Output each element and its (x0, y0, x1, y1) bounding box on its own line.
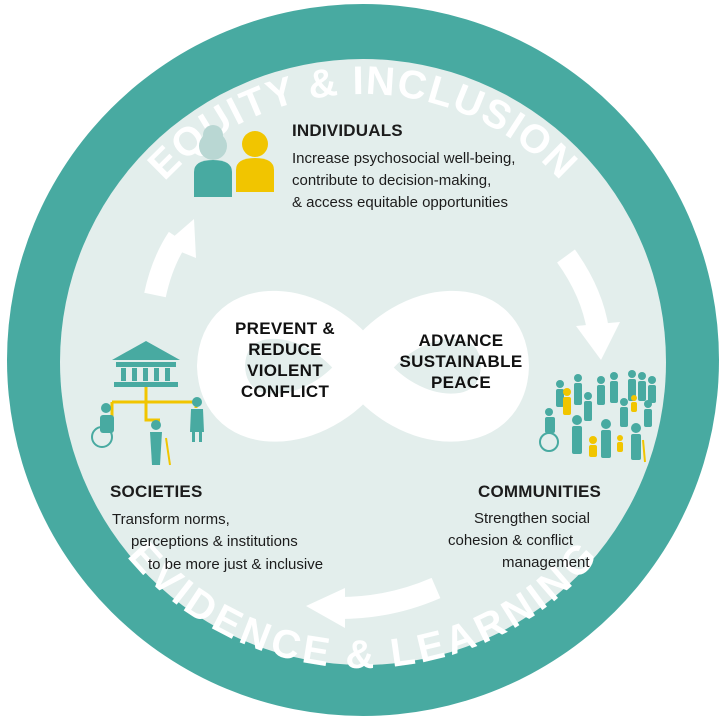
institution-building-icon (91, 341, 204, 466)
center-right-line-3: PEACE (430, 373, 492, 392)
individuals-line-2: contribute to decision-making, (292, 172, 492, 189)
cycle-arrow-left (144, 219, 196, 298)
center-right-line-2: SUSTAINABLE (399, 352, 523, 371)
center-left-line-3: VIOLENT (247, 361, 323, 380)
center-label-right: ADVANCE SUSTAINABLE PEACE (381, 330, 541, 393)
center-left-line-4: CONFLICT (240, 382, 330, 401)
crowd-icon (539, 370, 656, 463)
communities-line-2: cohesion & conflict (448, 532, 574, 549)
center-label-left: PREVENT & REDUCE VIOLENT CONFLICT (215, 318, 355, 402)
societies-line-2: perceptions & institutions (131, 533, 298, 550)
individuals-title: INDIVIDUALS (292, 121, 403, 140)
communities-line-1: Strengthen social (474, 510, 590, 527)
cycle-arrow-bottom (306, 577, 441, 628)
cycle-arrow-right (557, 249, 620, 360)
center-left-line-2: REDUCE (248, 340, 322, 359)
communities-line-3: management (502, 554, 590, 571)
communities-title: COMMUNITIES (478, 482, 602, 501)
center-right-line-1: ADVANCE (418, 331, 504, 350)
societies-line-1: Transform norms, (112, 511, 230, 528)
people-pair-icon (194, 125, 274, 197)
societies-line-3: to be more just & inclusive (148, 556, 324, 573)
societies-title: SOCIETIES (110, 482, 203, 501)
center-left-line-1: PREVENT & (235, 319, 335, 338)
individuals-line-1: Increase psychosocial well-being, (292, 150, 516, 167)
individuals-line-3: & access equitable opportunities (292, 194, 508, 211)
infinity-symbol (197, 290, 529, 442)
